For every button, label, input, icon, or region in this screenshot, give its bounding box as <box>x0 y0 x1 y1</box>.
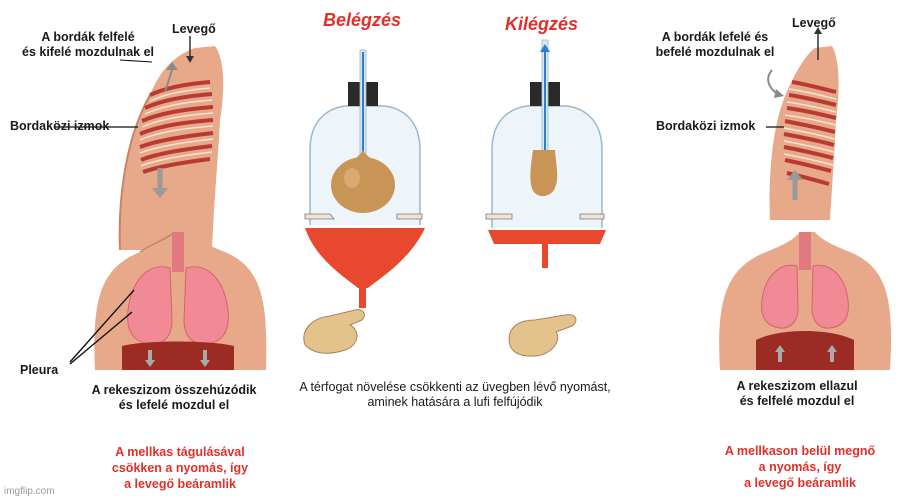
right-diaphragm-label: A rekeszizom ellazul és felfelé mozdul e… <box>712 379 882 409</box>
left-pleura-label: Pleura <box>20 363 59 377</box>
left-lung-left <box>127 266 173 345</box>
exhale-balloon <box>530 150 558 197</box>
left-diaphragm-line1: A rekeszizom összehúzódik <box>91 383 257 397</box>
right-diaphragm-line2: és felfelé mozdul el <box>739 394 855 408</box>
right-conclusion-line2: a nyomás, így <box>758 460 842 474</box>
left-intercostal-label: Bordaközi izmok <box>10 119 110 133</box>
left-ribs-label-line2: és kifelé mozdulnak el <box>22 45 154 59</box>
right-ribs-label-line1: A bordák lefelé és <box>661 30 769 44</box>
left-air-label: Levegő <box>172 22 216 36</box>
right-ribs-label-line2: befelé mozdulnak el <box>655 45 775 59</box>
left-ribs-label-line1: A bordák felfelé <box>41 30 135 44</box>
exhale-title: Kilégzés <box>505 14 579 34</box>
exhale-membrane <box>488 230 606 244</box>
left-conclusion: A mellkas tágulásával csökken a nyomás, … <box>80 444 280 492</box>
right-conclusion-line3: a levegő beáramlik <box>744 476 856 490</box>
left-conclusion-line1: A mellkas tágulásával <box>115 445 245 459</box>
left-lung-right <box>183 266 229 345</box>
left-rib-cage <box>139 80 214 174</box>
center-caption-line2: aminek hatására a lufi felfújódik <box>367 395 543 409</box>
watermark: imgflip.com <box>4 486 55 497</box>
inhale-pulling-hand <box>303 309 365 354</box>
center-caption: A térfogat növelése csökkenti az üvegben… <box>270 380 640 410</box>
center-caption-line1: A térfogat növelése csökkenti az üvegben… <box>299 380 611 394</box>
right-rib-cage <box>783 80 837 186</box>
inhale-funnel <box>305 228 425 288</box>
right-intercostal-label: Bordaközi izmok <box>656 119 756 133</box>
left-conclusion-line3: a levegő beáramlik <box>124 477 236 491</box>
left-conclusion-line2: csökken a nyomás, így <box>111 461 249 475</box>
right-diaphragm-line1: A rekeszizom ellazul <box>736 379 858 393</box>
right-ribs-label: A bordák lefelé és befelé mozdulnak el <box>640 30 790 60</box>
right-air-label: Levegő <box>792 16 836 30</box>
left-diaphragm-line2: és lefelé mozdul el <box>118 398 230 412</box>
right-conclusion: A mellkason belül megnő a nyomás, így a … <box>705 443 895 491</box>
left-rib-up-arrow <box>164 69 173 93</box>
left-diaphragm-label: A rekeszizom összehúzódik és lefelé mozd… <box>74 383 274 413</box>
right-lung-right <box>811 264 849 329</box>
left-ribs-label: A bordák felfelé és kifelé mozdulnak el <box>18 30 158 60</box>
exhale-open-hand <box>508 314 577 357</box>
right-conclusion-line1: A mellkason belül megnő <box>724 444 876 458</box>
right-lung-left <box>761 264 799 329</box>
inhale-title: Belégzés <box>323 10 402 30</box>
